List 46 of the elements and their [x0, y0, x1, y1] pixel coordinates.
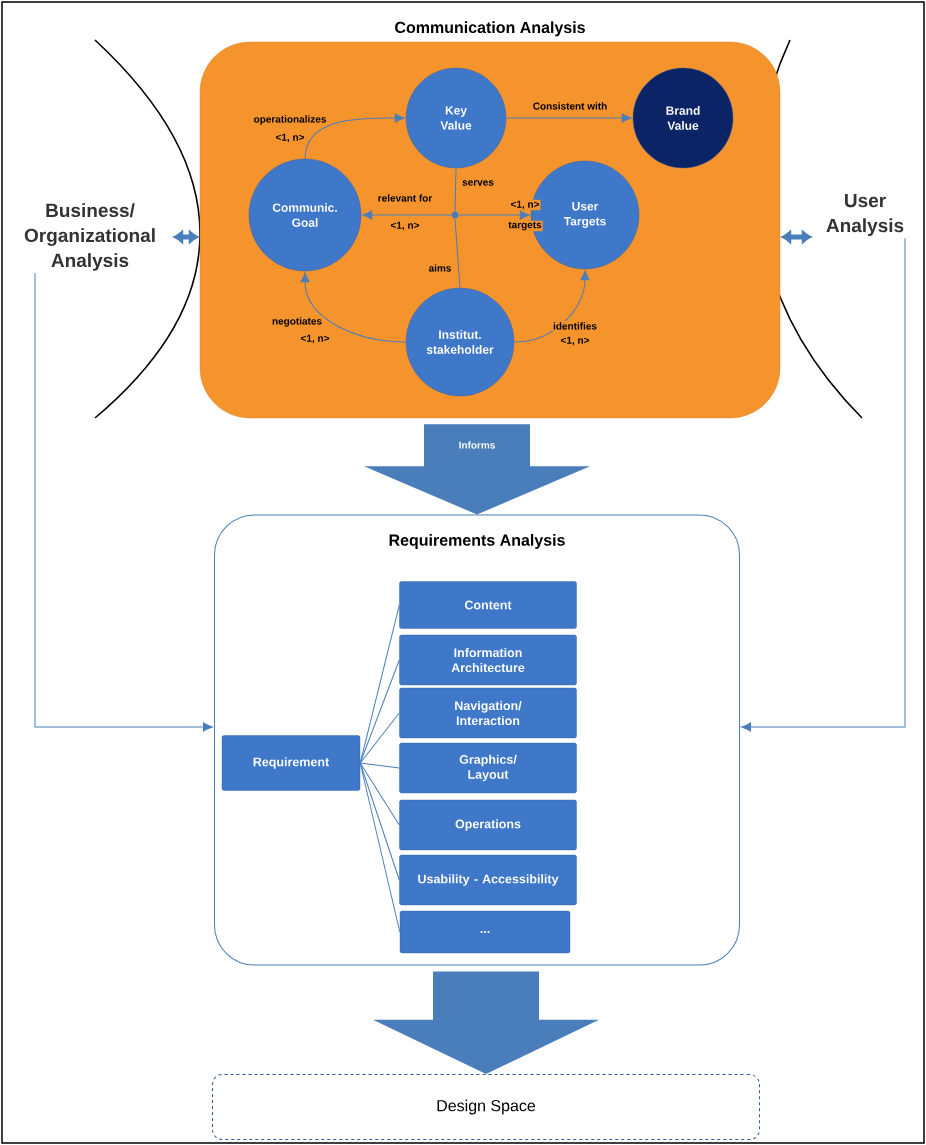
arrow [458, 210, 530, 220]
requirement-box: Navigation/ Interaction [399, 687, 577, 739]
area-label: Business/ Organizational Analysis [24, 203, 155, 271]
requirement-box: Graphics/ Layout [399, 742, 577, 794]
requirement-box: Operations [399, 799, 577, 851]
edge-label: serves [461, 179, 495, 187]
connector-line [359, 762, 400, 769]
arrow [505, 113, 632, 123]
double-arrow [173, 230, 199, 244]
arrow [362, 210, 452, 220]
arrow [34, 272, 213, 732]
edge-label: aims [427, 263, 453, 273]
edge-label: targets [507, 220, 543, 232]
connector-line [359, 712, 400, 764]
arrow [741, 237, 906, 732]
edge-label: operationalizes [252, 114, 328, 126]
area-label: User Analysis [826, 194, 904, 236]
arrow [513, 270, 590, 343]
cardinality-label: <1, n> [389, 220, 421, 232]
block-arrow [373, 971, 599, 1074]
cardinality-label: <1, n> [559, 335, 591, 347]
connector-line [359, 659, 400, 764]
edge-label: Consistent with [531, 101, 609, 111]
cardinality-label: <1, n> [274, 132, 306, 144]
cardinality-label: <1, n> [299, 333, 331, 345]
requirement-box: Requirement [221, 735, 361, 791]
connector-line [359, 762, 400, 826]
edge-label: Informs [457, 440, 497, 450]
edge-label: negotiates [271, 316, 323, 328]
block-arrow [364, 424, 590, 515]
connector-line [359, 762, 401, 933]
connector-line [359, 762, 400, 881]
connector-line [454, 218, 461, 289]
requirement-box: Content [399, 581, 577, 629]
design-space-box: Design Space [212, 1074, 760, 1140]
edge-label: relevant for [376, 193, 434, 203]
double-arrow [781, 230, 812, 244]
edge-label: identifies [552, 321, 598, 331]
cardinality-label: <1, n> [509, 199, 541, 211]
requirement-box: Usability - Accessibility [399, 854, 577, 906]
requirement-box: Information Architecture [399, 634, 577, 686]
requirement-box: ... [399, 910, 571, 954]
node-label: Communication Analysis [395, 21, 585, 37]
arrow [304, 113, 405, 160]
arrow [300, 272, 407, 343]
connector-line [454, 167, 457, 212]
